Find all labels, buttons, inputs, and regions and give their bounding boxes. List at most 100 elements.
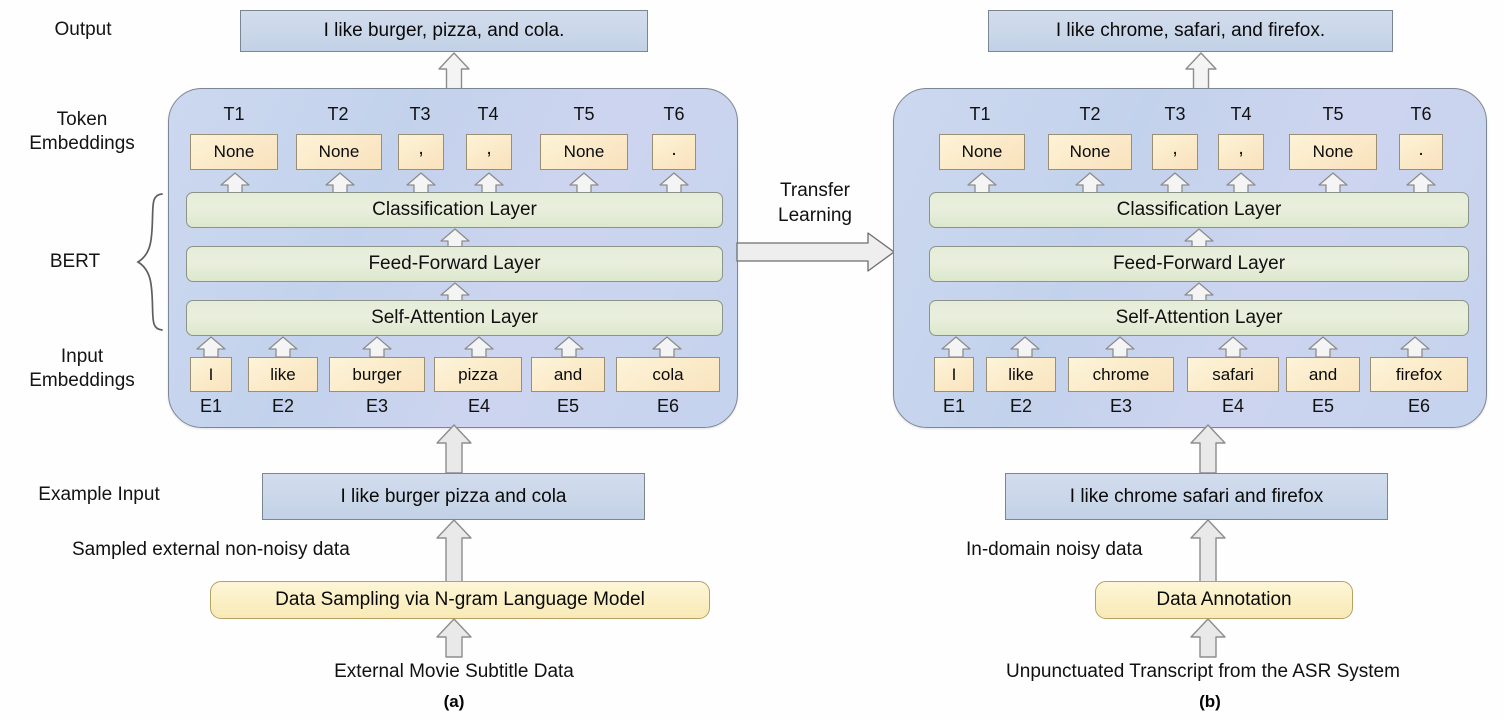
arrow-up-b-token-2 xyxy=(1075,172,1105,194)
example-input-box-a: I like burger pizza and cola xyxy=(262,473,645,520)
subcaption-b: (b) xyxy=(1199,692,1221,711)
arrow-up-b-token-1 xyxy=(967,172,997,194)
arrow-up-b-source-to-process xyxy=(1190,618,1226,658)
arrow-up-a-token-5 xyxy=(569,172,599,194)
arrow-up-a-token-2 xyxy=(325,172,355,194)
embedding-box-b-1: I xyxy=(934,357,974,392)
embedding-box-b-4: safari xyxy=(1187,357,1279,392)
arrow-up-a-example-to-panel xyxy=(436,424,472,474)
token-cap-b-4: T4 xyxy=(1230,104,1252,124)
token-cap-a-2: T2 xyxy=(327,104,349,124)
arrow-up-a-emb-5 xyxy=(554,336,584,358)
token-box-b-5: None xyxy=(1289,134,1377,170)
arrow-up-b-emb-5 xyxy=(1308,336,1338,358)
token-box-b-2: None xyxy=(1048,134,1132,170)
arrow-up-a-process-to-example xyxy=(436,519,472,583)
arrow-up-a-emb-3 xyxy=(362,336,392,358)
embedding-box-a-1: I xyxy=(190,357,232,392)
embedding-cap-b-4: E4 xyxy=(1221,396,1245,416)
layer-classification-a: Classification Layer xyxy=(186,192,723,228)
arrow-up-b-emb-1 xyxy=(941,336,971,358)
embedding-cap-a-3: E3 xyxy=(365,396,389,416)
embedding-box-a-5: and xyxy=(531,357,605,392)
token-box-a-6: . xyxy=(652,134,696,170)
data-note-b: In-domain noisy data xyxy=(966,539,1143,560)
process-box-a: Data Sampling via N-gram Language Model xyxy=(210,581,710,619)
embedding-cap-b-6: E6 xyxy=(1407,396,1431,416)
arrow-up-b-emb-2 xyxy=(1010,336,1040,358)
token-box-a-3: , xyxy=(398,134,444,170)
token-cap-a-4: T4 xyxy=(477,104,499,124)
token-box-b-6: . xyxy=(1399,134,1443,170)
row-label-input-embeddings: Input Embeddings xyxy=(29,346,135,391)
embedding-cap-a-1: E1 xyxy=(199,396,223,416)
embedding-box-a-2: like xyxy=(248,357,318,392)
embedding-cap-b-2: E2 xyxy=(1009,396,1033,416)
arrow-up-output-a xyxy=(438,52,470,90)
layer-selfattention-b: Self-Attention Layer xyxy=(929,300,1469,336)
embedding-box-b-2: like xyxy=(986,357,1056,392)
layer-feedforward-b: Feed-Forward Layer xyxy=(929,246,1469,282)
row-label-example-input: Example Input xyxy=(38,484,160,505)
embedding-box-a-3: burger xyxy=(329,357,425,392)
arrow-up-a-token-1 xyxy=(220,172,250,194)
embedding-cap-a-5: E5 xyxy=(556,396,580,416)
transfer-learning-label: Transfer Learning xyxy=(778,180,852,226)
bert-brace xyxy=(132,192,166,332)
transfer-learning-arrow xyxy=(736,232,896,277)
arrow-up-b-token-6 xyxy=(1406,172,1436,194)
embedding-box-a-4: pizza xyxy=(434,357,522,392)
token-cap-b-2: T2 xyxy=(1079,104,1101,124)
arrow-up-b-token-4 xyxy=(1226,172,1256,194)
output-sentence-box-b: I like chrome, safari, and firefox. xyxy=(988,10,1393,52)
embedding-cap-b-1: E1 xyxy=(942,396,966,416)
arrow-up-a-token-3 xyxy=(406,172,436,194)
arrow-up-a-source-to-process xyxy=(436,618,472,658)
output-sentence-box-a: I like burger, pizza, and cola. xyxy=(240,10,648,52)
embedding-box-a-6: cola xyxy=(616,357,720,392)
arrow-up-b-emb-6 xyxy=(1400,336,1430,358)
process-box-b: Data Annotation xyxy=(1095,581,1353,619)
token-cap-b-5: T5 xyxy=(1322,104,1344,124)
arrow-up-b-token-5 xyxy=(1318,172,1348,194)
embedding-cap-a-6: E6 xyxy=(656,396,680,416)
arrow-up-b-example-to-panel xyxy=(1190,424,1226,474)
token-cap-a-5: T5 xyxy=(573,104,595,124)
token-box-b-3: , xyxy=(1152,134,1198,170)
token-box-a-5: None xyxy=(540,134,628,170)
embedding-cap-b-5: E5 xyxy=(1311,396,1335,416)
row-label-output: Output xyxy=(54,19,112,40)
arrow-up-b-process-to-example xyxy=(1190,519,1226,583)
arrow-up-a-token-4 xyxy=(474,172,504,194)
arrow-up-b-emb-4 xyxy=(1218,336,1248,358)
token-cap-a-6: T6 xyxy=(663,104,685,124)
embedding-cap-b-3: E3 xyxy=(1109,396,1133,416)
embedding-box-b-5: and xyxy=(1286,357,1360,392)
token-cap-b-3: T3 xyxy=(1164,104,1186,124)
layer-feedforward-a: Feed-Forward Layer xyxy=(186,246,723,282)
token-box-a-2: None xyxy=(296,134,382,170)
embedding-box-b-3: chrome xyxy=(1068,357,1174,392)
token-cap-a-3: T3 xyxy=(409,104,431,124)
layer-selfattention-a: Self-Attention Layer xyxy=(186,300,723,336)
arrow-up-a-emb-2 xyxy=(268,336,298,358)
embedding-box-b-6: firefox xyxy=(1370,357,1468,392)
token-box-a-1: None xyxy=(190,134,278,170)
embedding-cap-a-2: E2 xyxy=(271,396,295,416)
source-caption-b: Unpunctuated Transcript from the ASR Sys… xyxy=(1006,661,1400,682)
arrow-up-a-emb-1 xyxy=(196,336,226,358)
token-box-b-4: , xyxy=(1218,134,1264,170)
layer-classification-b: Classification Layer xyxy=(929,192,1469,228)
data-note-a: Sampled external non-noisy data xyxy=(72,539,350,560)
token-cap-b-1: T1 xyxy=(969,104,991,124)
arrow-up-b-emb-3 xyxy=(1105,336,1135,358)
token-box-b-1: None xyxy=(939,134,1025,170)
embedding-cap-a-4: E4 xyxy=(467,396,491,416)
token-box-a-4: , xyxy=(466,134,512,170)
row-label-bert: BERT xyxy=(49,251,101,272)
arrow-up-a-emb-6 xyxy=(652,336,682,358)
row-label-token-embeddings: Token Embeddings xyxy=(29,109,135,154)
arrow-up-output-b xyxy=(1185,52,1217,90)
token-cap-b-6: T6 xyxy=(1410,104,1432,124)
